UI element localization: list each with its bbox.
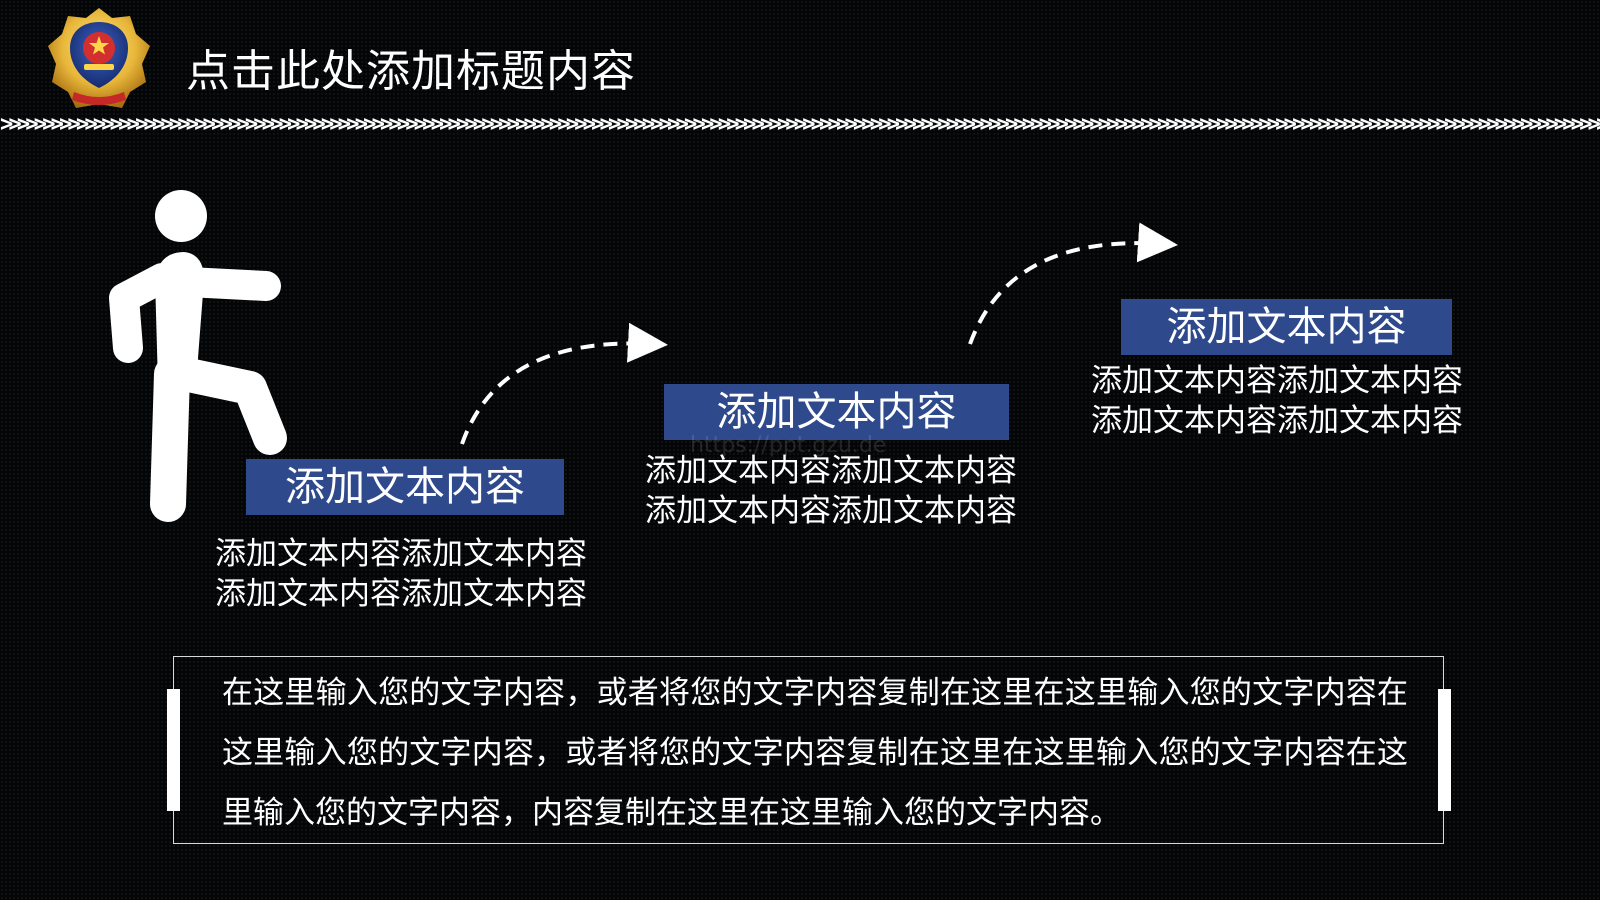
step-1-desc-line-2: 添加文本内容添加文本内容 (215, 576, 587, 612)
step-2-desc-line-2: 添加文本内容添加文本内容 (645, 493, 1017, 529)
step-3-desc-line-2: 添加文本内容添加文本内容 (1091, 403, 1463, 439)
text-box-right-bar (1438, 689, 1451, 811)
step-2-label[interactable]: 添加文本内容 (664, 384, 1009, 440)
step-2-desc-line-1: 添加文本内容添加文本内容 (645, 453, 1017, 489)
chevron-divider: >>>>>>>>>>>>>>>>>>>>>>>>>>>>>>>>>>>>>>>>… (0, 114, 1600, 136)
step-1-desc-line-1: 添加文本内容添加文本内容 (215, 536, 587, 572)
step-3-desc-line-1: 添加文本内容添加文本内容 (1091, 363, 1463, 399)
step-1-label[interactable]: 添加文本内容 (246, 459, 564, 515)
walking-person-icon (100, 188, 300, 524)
police-emblem-icon (44, 4, 154, 114)
dashed-arrow-1 (460, 322, 668, 445)
step-2-description[interactable]: 添加文本内容添加文本内容 添加文本内容添加文本内容 (626, 451, 1036, 531)
step-1-description[interactable]: 添加文本内容添加文本内容 添加文本内容添加文本内容 (196, 534, 606, 614)
step-3-label[interactable]: 添加文本内容 (1121, 299, 1452, 355)
body-text[interactable]: 在这里输入您的文字内容，或者将您的文字内容复制在这里在这里输入您的文字内容在这里… (222, 675, 1408, 831)
page-title[interactable]: 点击此处添加标题内容 (186, 46, 636, 97)
text-box-left-bar (167, 689, 180, 811)
watermark: https://ppt.gzu.de (690, 433, 887, 458)
step-3-description[interactable]: 添加文本内容添加文本内容 添加文本内容添加文本内容 (1072, 361, 1482, 441)
